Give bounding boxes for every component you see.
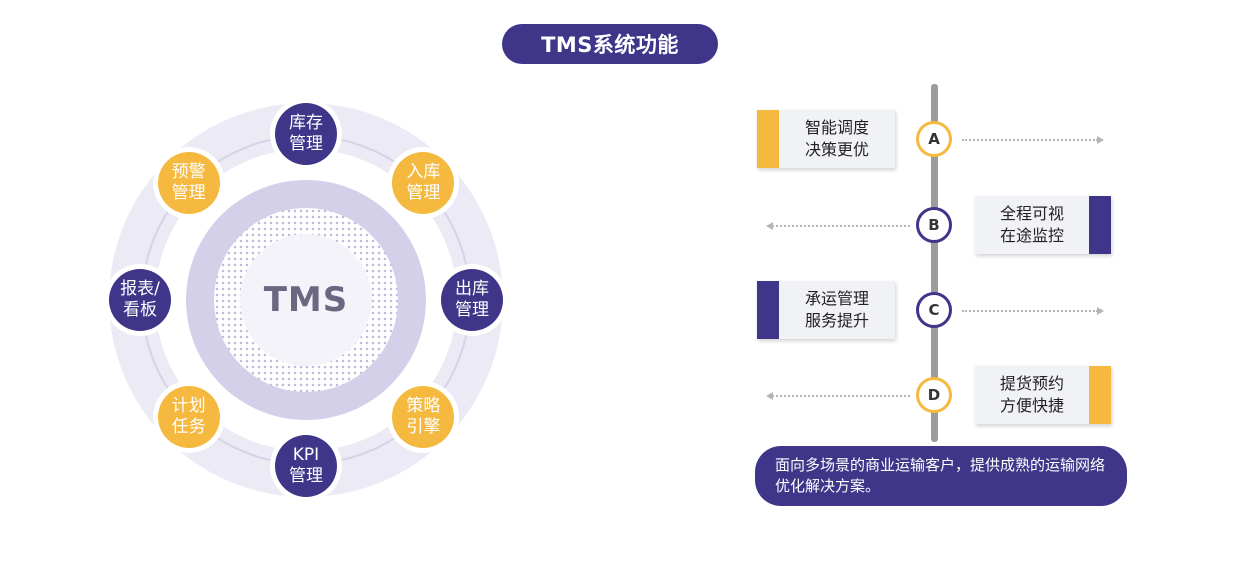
wheel-node: 出库 管理 [441, 269, 503, 331]
wheel-node: 报表/ 看板 [109, 269, 171, 331]
timeline-card: 提货预约 方便快捷 [975, 366, 1111, 424]
card-text: 全程可视 在途监控 [999, 204, 1064, 245]
core-center: TMS [240, 234, 372, 366]
timeline-marker: D [916, 377, 952, 413]
wheel-node: 预警 管理 [157, 151, 220, 214]
summary-note: 面向多场景的商业运输客户，提供成熟的运输网络优化解决方案。 [755, 446, 1127, 506]
core-label: TMS [263, 280, 349, 320]
dotted-arrow [766, 222, 910, 230]
wheel-node: 策略 引擎 [392, 386, 455, 449]
timeline-card: 智能调度 决策更优 [757, 110, 895, 168]
wheel-node: 计划 任务 [157, 386, 220, 449]
timeline-card: 全程可视 在途监控 [975, 196, 1111, 254]
tms-function-wheel: TMS 库存 管理入库 管理出库 管理策略 引擎 KPI 管理计划 任务 报表/ 看… [0, 0, 620, 567]
card-text: 智能调度 决策更优 [804, 118, 869, 159]
card-accent-bar [1089, 196, 1111, 254]
card-accent-bar [757, 281, 779, 339]
timeline-spine [931, 84, 938, 442]
wheel-node: 库存 管理 [275, 103, 337, 165]
timeline-card: 承运管理 服务提升 [757, 281, 895, 339]
wheel-node: 入库 管理 [392, 151, 455, 214]
wheel-node: KPI 管理 [275, 435, 337, 497]
page-title: TMS系统功能 [502, 24, 718, 64]
timeline-marker: A [916, 121, 952, 157]
card-text: 承运管理 服务提升 [804, 289, 869, 330]
timeline-marker: C [916, 292, 952, 328]
timeline-marker: B [916, 207, 952, 243]
card-accent-bar [757, 110, 779, 168]
dotted-arrow [962, 307, 1104, 315]
card-text: 提货预约 方便快捷 [999, 374, 1064, 415]
dotted-arrow [766, 392, 910, 400]
card-accent-bar [1089, 366, 1111, 424]
dotted-arrow [962, 136, 1104, 144]
